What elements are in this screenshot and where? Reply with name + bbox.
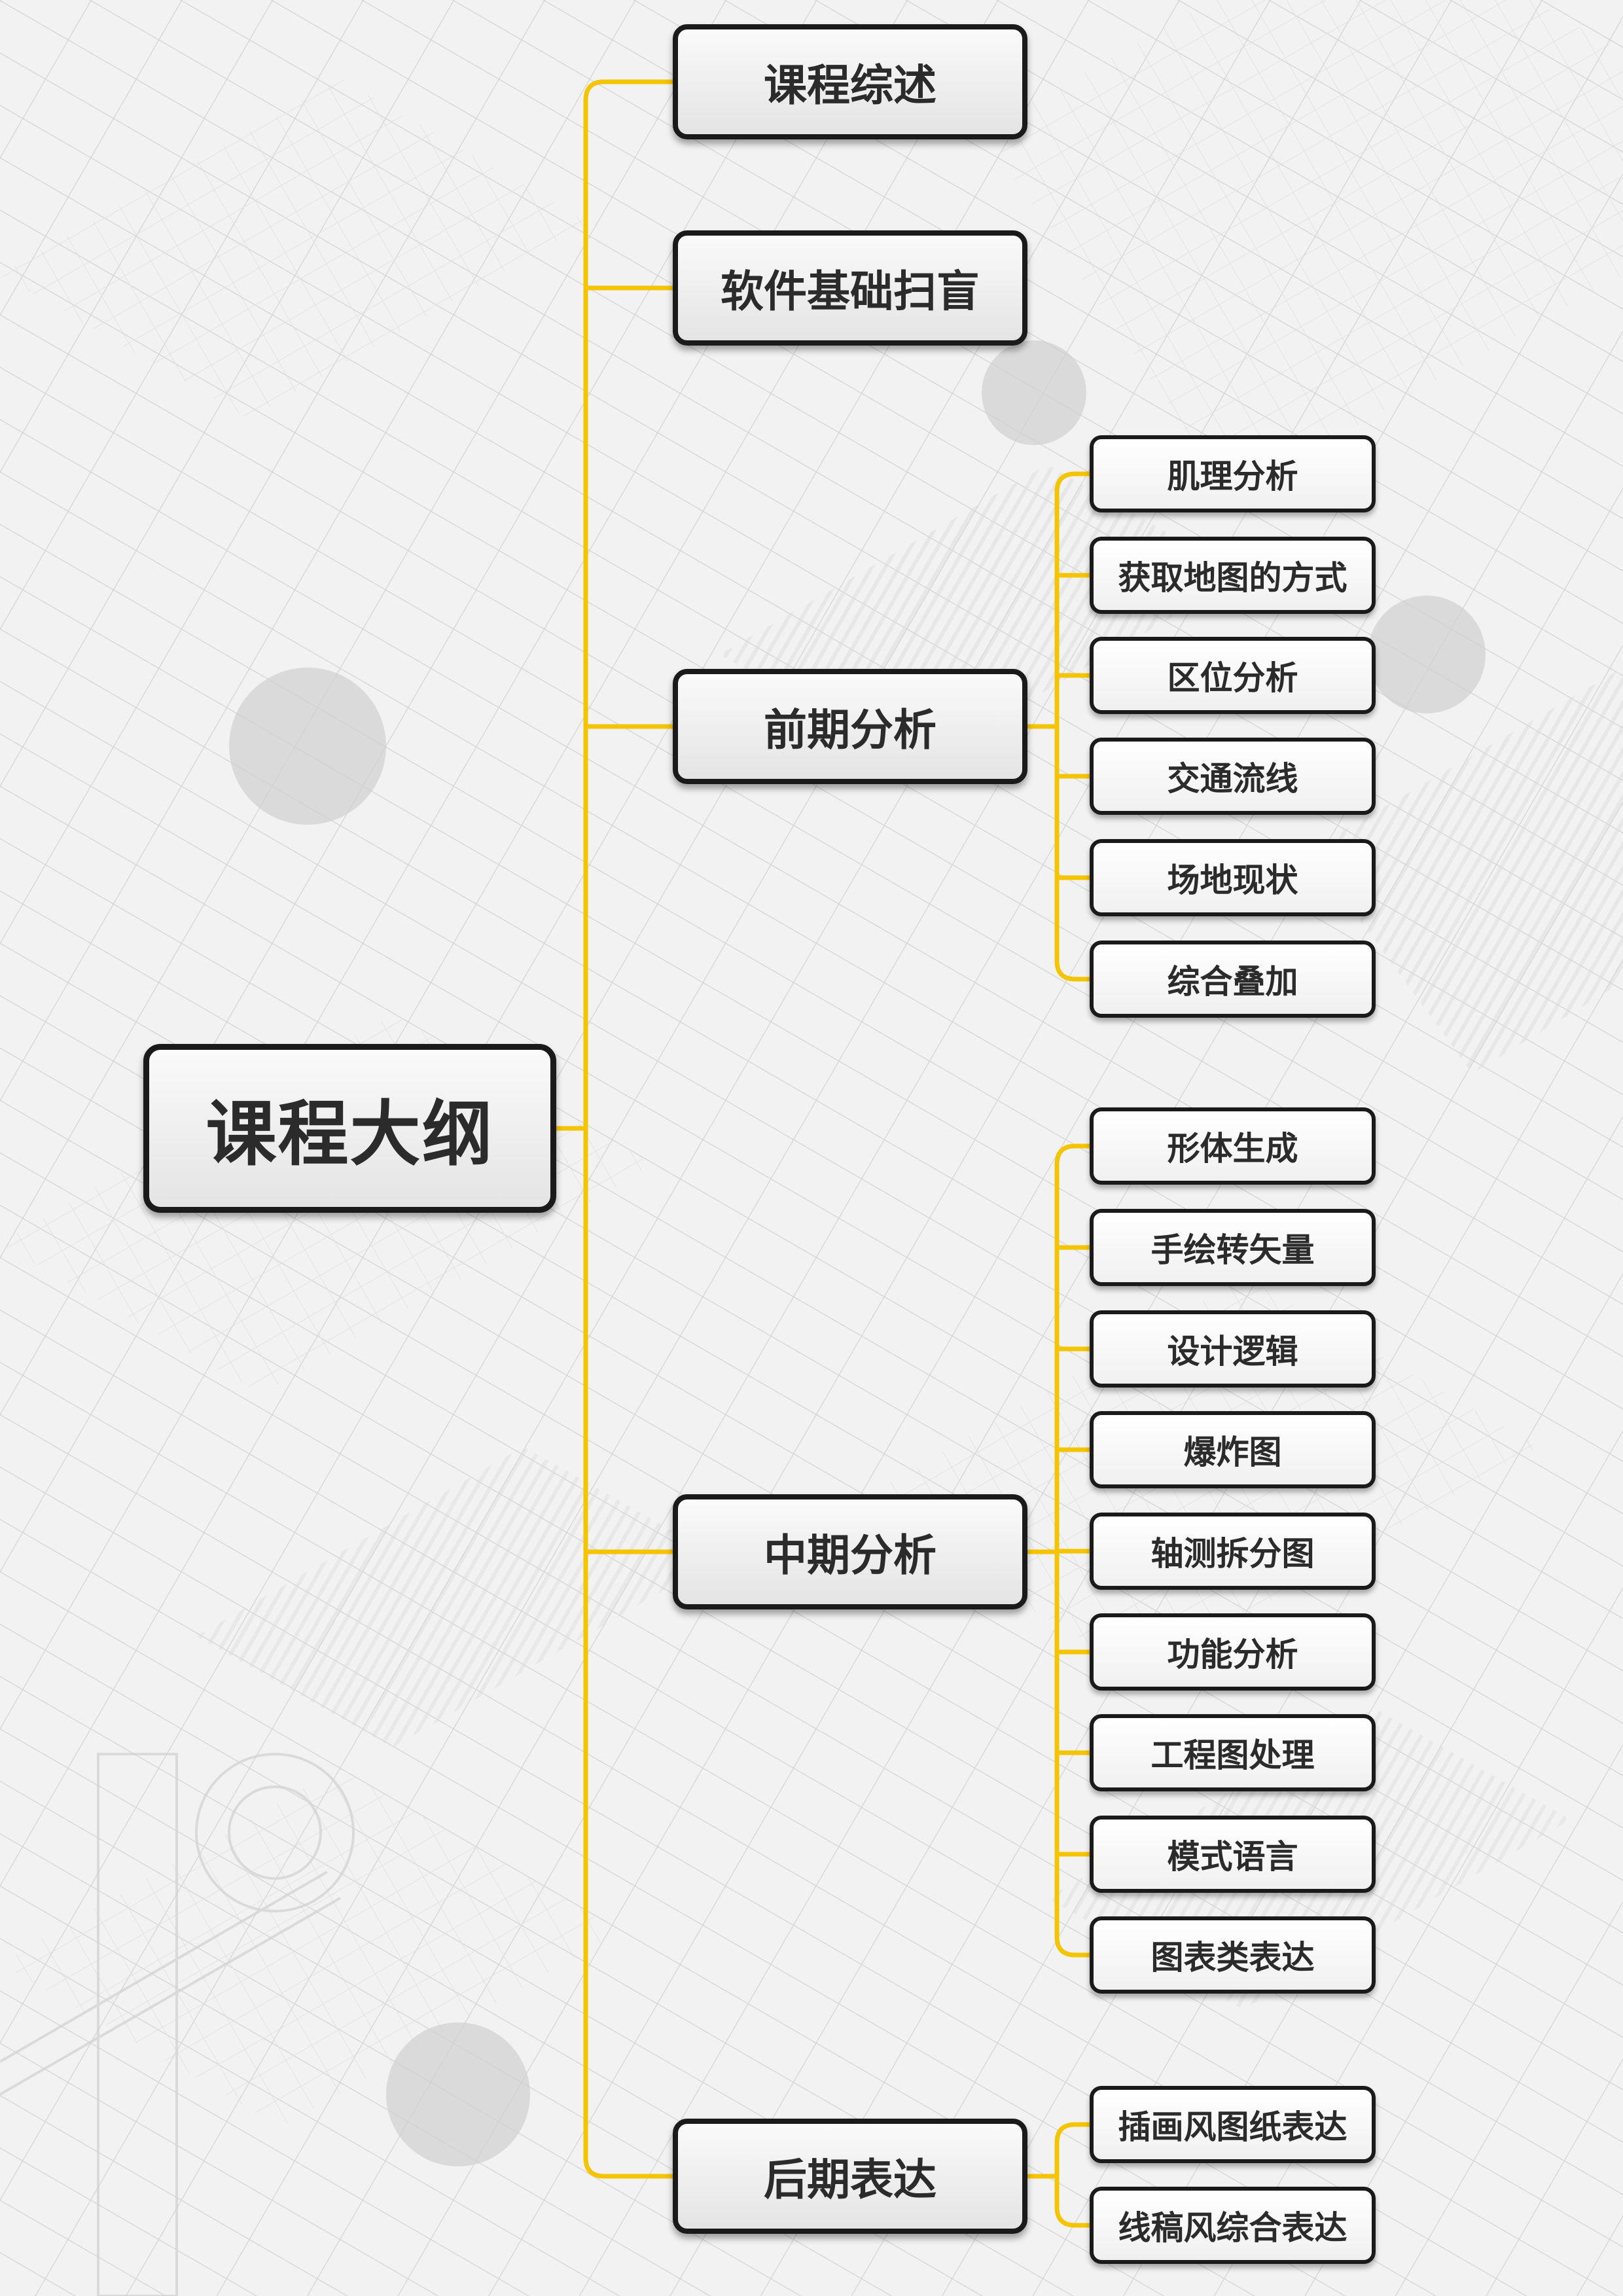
branch-early-analysis[interactable]: 前期分析 bbox=[673, 669, 1027, 784]
subitem-design-logic[interactable]: 设计逻辑 bbox=[1090, 1310, 1376, 1388]
subitem-axonometric-split[interactable]: 轴测拆分图 bbox=[1090, 1513, 1376, 1590]
subitem-location-analysis[interactable]: 区位分析 bbox=[1090, 637, 1376, 714]
root-connector-link-4 bbox=[583, 2155, 675, 2179]
subitem-illustration-style[interactable]: 插画风图纸表达 bbox=[1090, 2086, 1376, 2163]
late-connector-link-1 bbox=[1054, 2204, 1092, 2228]
subitem-site-status[interactable]: 场地现状 bbox=[1090, 839, 1376, 916]
subitem-traffic-flow[interactable]: 交通流线 bbox=[1090, 738, 1376, 815]
subitem-exploded-view[interactable]: 爆炸图 bbox=[1090, 1411, 1376, 1488]
subitem-pattern-language[interactable]: 模式语言 bbox=[1090, 1816, 1376, 1893]
mid-connector-link-8 bbox=[1054, 1934, 1092, 1958]
root-connector-link-0 bbox=[583, 79, 675, 103]
subitem-form-generation[interactable]: 形体生成 bbox=[1090, 1107, 1376, 1185]
subitem-map-acquisition[interactable]: 获取地图的方式 bbox=[1090, 537, 1376, 614]
branch-course-overview[interactable]: 课程综述 bbox=[673, 24, 1027, 139]
late-connector-link-0 bbox=[1054, 2122, 1092, 2145]
subitem-engineering-drawing[interactable]: 工程图处理 bbox=[1090, 1714, 1376, 1791]
early-connector-link-0 bbox=[1054, 471, 1092, 495]
subitem-overlay-synthesis[interactable]: 综合叠加 bbox=[1090, 941, 1376, 1018]
branch-software-basics[interactable]: 软件基础扫盲 bbox=[673, 230, 1027, 346]
branch-mid-analysis[interactable]: 中期分析 bbox=[673, 1494, 1027, 1609]
subitem-sketch-to-vector[interactable]: 手绘转矢量 bbox=[1090, 1209, 1376, 1286]
subitem-function-analysis[interactable]: 功能分析 bbox=[1090, 1613, 1376, 1691]
subitem-diagram-expression[interactable]: 图表类表达 bbox=[1090, 1916, 1376, 1994]
mid-connector-link-0 bbox=[1054, 1143, 1092, 1167]
early-connector-link-5 bbox=[1054, 958, 1092, 982]
branch-late-expression[interactable]: 后期表达 bbox=[673, 2119, 1027, 2234]
subitem-texture-analysis[interactable]: 肌理分析 bbox=[1090, 435, 1376, 512]
root-node[interactable]: 课程大纲 bbox=[143, 1044, 556, 1213]
subitem-lineart-style[interactable]: 线稿风综合表达 bbox=[1090, 2187, 1376, 2264]
